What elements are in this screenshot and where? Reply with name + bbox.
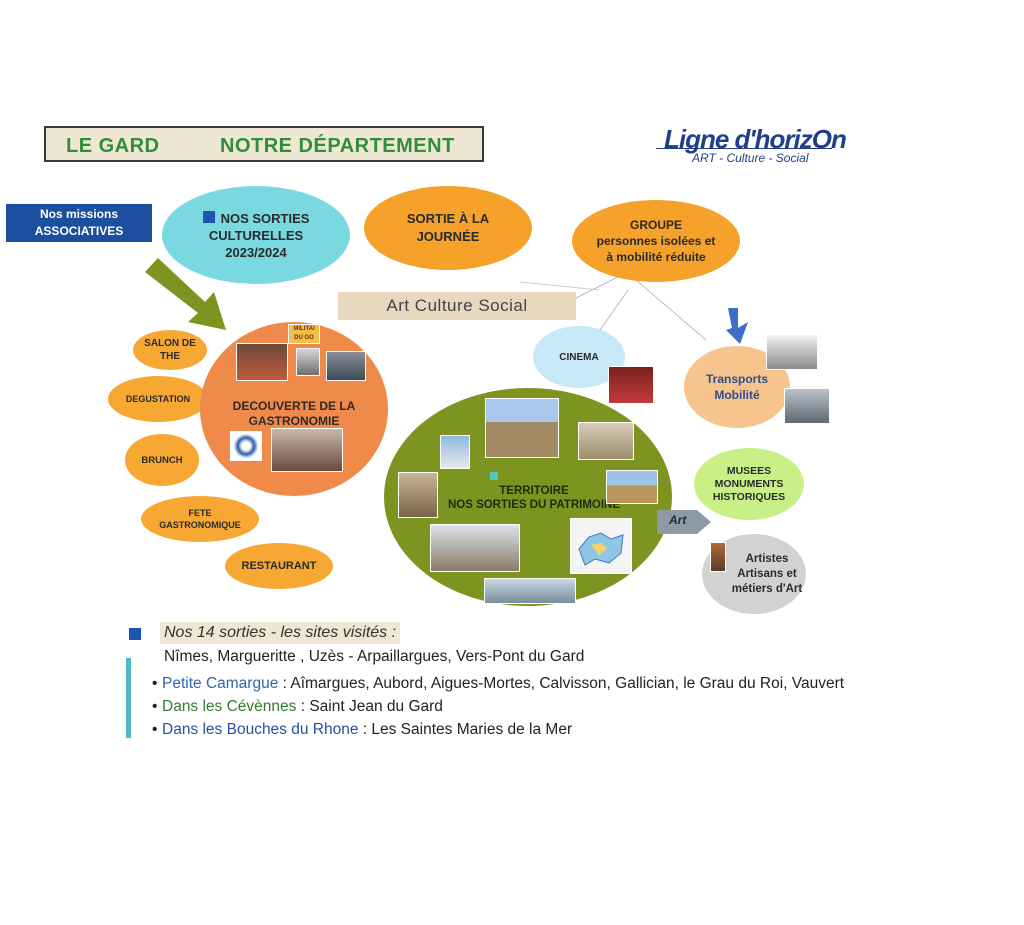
sorties-line2: CULTURELLES [208, 227, 304, 243]
bubble-degustation: DEGUSTATION [108, 376, 208, 422]
degustation-label: DEGUSTATION [125, 394, 191, 404]
photo-group-visit [430, 524, 520, 572]
groupe-line2: personnes isolées et [596, 234, 716, 248]
bubble-sortie-journee: SORTIE À LA JOURNÉE [364, 186, 532, 270]
chevron-down-icon [726, 308, 748, 344]
gastronomie-line2: GASTRONOMIE [248, 414, 340, 428]
fete-line1: FETE [188, 508, 212, 518]
missions-line1: Nos missions [39, 207, 119, 221]
photo-street [784, 388, 830, 424]
bubble-restaurant: RESTAURANT [225, 543, 333, 589]
photo-maison-carree [485, 398, 559, 458]
bubble-sorties-culturelles: NOS SORTIES CULTURELLES 2023/2024 [162, 186, 350, 284]
logo-name: Ligne d'horizOn [664, 124, 847, 154]
connector-cinema [599, 289, 629, 331]
territoire-label: TERRITOIRE NOS SORTIES DU PATRIMOINE [440, 484, 628, 512]
small-square-icon [490, 472, 498, 480]
musees-line2: MONUMENTS [714, 477, 784, 490]
transports-line2: Mobilité [714, 388, 760, 402]
logo-tagline: ART - Culture - Social [692, 151, 809, 165]
brunch-label: BRUNCH [141, 454, 183, 466]
photo-group-restaurant [236, 343, 288, 381]
art-tag-label: Art [669, 513, 687, 527]
salon-line1: SALON DE [144, 338, 196, 349]
logo-underline [656, 148, 832, 149]
transports-line1: Transports [705, 372, 768, 386]
bubble-fete-gastronomique: FETE GASTRONOMIQUE [141, 496, 259, 542]
photo-statue [440, 435, 470, 469]
list-item-rest: : Aîmargues, Aubord, Aigues-Mortes, Calv… [278, 675, 845, 692]
photo-dinner-group [271, 428, 343, 472]
sorties-line1: NOS SORTIES [220, 210, 310, 226]
photo-artisan [710, 542, 726, 572]
photo-plate [230, 431, 262, 461]
photo-map-gard [570, 518, 632, 574]
list-item-label: Dans les Bouches du Rhone [162, 721, 359, 738]
journee-line1: SORTIE À LA [406, 211, 490, 226]
artistes-line3: métiers d'Art [731, 582, 803, 595]
photo-table-guests [326, 351, 366, 381]
cinema-label: CINEMA [559, 351, 599, 363]
artistes-line1: Artistes [745, 552, 789, 565]
list-item: •Petite Camargue : Aîmargues, Aubord, Ai… [152, 675, 844, 693]
map-icon [578, 532, 624, 566]
musees-line1: MUSEES [726, 464, 772, 477]
list-bullet-square-icon [129, 628, 141, 640]
photo-temple [578, 422, 634, 460]
restaurant-label: RESTAURANT [241, 560, 317, 572]
bubble-brunch: BRUNCH [125, 434, 199, 486]
salon-line2: THE [160, 351, 180, 362]
musees-line3: HISTORIQUES [712, 490, 786, 503]
photo-minibus [766, 334, 818, 370]
art-tag-arrow-icon [657, 510, 711, 534]
photo-cinema-seats [608, 366, 654, 404]
photo-harbour [484, 578, 576, 604]
bullet-icon: • [152, 721, 158, 738]
bubble-salon-de-the: SALON DE THE [133, 330, 207, 370]
list-accent-bar [126, 658, 131, 738]
gastronomie-line1: DECOUVERTE DE LA [232, 399, 356, 413]
bullet-icon: • [152, 675, 158, 692]
bullet-icon: • [152, 698, 158, 715]
list-heading: Nos 14 sorties - les sites visités : [160, 622, 401, 644]
center-label: Art Culture Social [338, 292, 576, 320]
art-tag [657, 510, 711, 534]
list-item: •Dans les Bouches du Rhone : Les Saintes… [152, 721, 572, 739]
list-item-label: Petite Camargue [162, 675, 279, 692]
photo-pont-du-gard [606, 470, 658, 504]
photo-arena [398, 472, 438, 518]
connector-left [519, 281, 601, 291]
list-line-1: Nîmes, Margueritte , Uzès - Arpaillargue… [164, 648, 585, 665]
poster-caption: MILITAI DU GO [293, 326, 315, 341]
groupe-line1: GROUPE [629, 218, 682, 232]
bubble-musees: MUSEES MONUMENTS HISTORIQUES [694, 448, 804, 520]
photo-poster: MILITAI DU GO [288, 324, 320, 344]
sorties-line3: 2023/2024 [225, 244, 287, 260]
list-item-rest: : Les Saintes Maries de la Mer [358, 721, 573, 738]
groupe-line3: à mobilité réduite [606, 250, 706, 264]
bubble-groupe: GROUPE personnes isolées et à mobilité r… [572, 200, 740, 282]
photo-person [296, 348, 320, 376]
missions-box: Nos missions ASSOCIATIVES [6, 204, 152, 242]
territoire-line1: TERRITOIRE [499, 485, 569, 497]
list-item-rest: : Saint Jean du Gard [296, 698, 443, 715]
title-right: NOTRE DÉPARTEMENT [220, 135, 455, 157]
list-item: •Dans les Cévènnes : Saint Jean du Gard [152, 698, 443, 716]
title-left: LE GARD [66, 135, 160, 157]
page-title-box: LE GARD NOTRE DÉPARTEMENT [44, 126, 484, 162]
connector-transports [635, 279, 707, 341]
territoire-line2: NOS SORTIES DU PATRIMOINE [447, 499, 621, 511]
square-bullet-icon [202, 210, 215, 223]
arrow-down-right-icon [145, 258, 226, 330]
journee-line2: JOURNÉE [416, 229, 480, 244]
list-item-label: Dans les Cévènnes [162, 698, 297, 715]
artistes-line2: Artisans et [737, 567, 797, 580]
fete-line2: GASTRONOMIQUE [159, 520, 241, 530]
missions-line2: ASSOCIATIVES [34, 224, 124, 238]
